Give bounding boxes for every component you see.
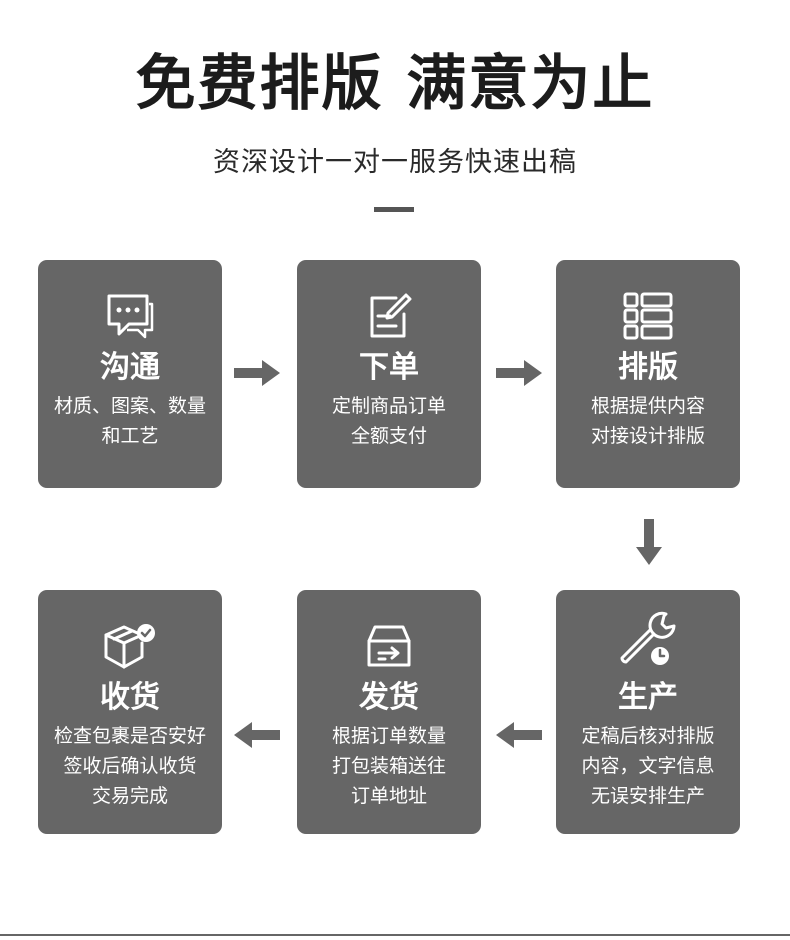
step-description: 材质、图案、数量 和工艺 bbox=[38, 391, 222, 451]
step-desc-line: 全额支付 bbox=[350, 425, 427, 447]
step-desc-line: 签收后确认收货 bbox=[63, 755, 197, 777]
step-description: 定制商品订单 全额支付 bbox=[297, 391, 481, 451]
step-description: 根据提供内容 对接设计排版 bbox=[556, 391, 740, 451]
arrow-left-icon bbox=[232, 720, 282, 750]
layout-grid-icon bbox=[556, 290, 740, 342]
step-desc-line: 材质、图案、数量 bbox=[53, 395, 206, 417]
step-desc-line: 订单地址 bbox=[350, 785, 427, 807]
step-desc-line: 定制商品订单 bbox=[331, 395, 446, 417]
step-name: 排版 bbox=[618, 350, 678, 385]
step-desc-line: 内容，文字信息 bbox=[581, 755, 715, 777]
step-card-communicate: 沟通 材质、图案、数量 和工艺 bbox=[38, 260, 222, 488]
step-name: 发货 bbox=[359, 680, 419, 715]
step-name: 沟通 bbox=[100, 350, 160, 385]
step-name: 生产 bbox=[618, 680, 678, 715]
step-desc-line: 无误安排生产 bbox=[590, 785, 705, 807]
step-desc-line: 检查包裹是否安好 bbox=[53, 725, 206, 747]
bottom-border bbox=[0, 934, 790, 936]
step-desc-line: 打包装箱送往 bbox=[331, 755, 446, 777]
step-card-order: 下单 定制商品订单 全额支付 bbox=[297, 260, 481, 488]
step-name: 收货 bbox=[100, 680, 160, 715]
step-desc-line: 根据提供内容 bbox=[590, 395, 705, 417]
step-description: 根据订单数量 打包装箱送往 订单地址 bbox=[297, 721, 481, 811]
page-subtitle: 资深设计一对一服务快速出稿 bbox=[213, 147, 577, 178]
title-divider bbox=[374, 207, 414, 212]
step-card-receive: 收货 检查包裹是否安好 签收后确认收货 交易完成 bbox=[38, 590, 222, 834]
page-title: 免费排版 满意为止 bbox=[135, 49, 655, 119]
package-check-icon bbox=[38, 620, 222, 672]
step-card-layout: 排版 根据提供内容 对接设计排版 bbox=[556, 260, 740, 488]
wrench-icon bbox=[556, 608, 740, 672]
arrow-down-icon bbox=[634, 518, 664, 566]
arrow-left-icon bbox=[494, 720, 544, 750]
step-card-production: 生产 定稿后核对排版 内容，文字信息 无误安排生产 bbox=[556, 590, 740, 834]
step-desc-line: 交易完成 bbox=[91, 785, 168, 807]
step-name: 下单 bbox=[359, 350, 419, 385]
step-card-shipping: 发货 根据订单数量 打包装箱送往 订单地址 bbox=[297, 590, 481, 834]
step-desc-line: 和工艺 bbox=[101, 425, 159, 447]
arrow-right-icon bbox=[494, 358, 544, 388]
edit-note-icon bbox=[297, 290, 481, 342]
step-desc-line: 根据订单数量 bbox=[331, 725, 446, 747]
chat-bubble-icon bbox=[38, 290, 222, 342]
step-description: 检查包裹是否安好 签收后确认收货 交易完成 bbox=[38, 721, 222, 811]
step-description: 定稿后核对排版 内容，文字信息 无误安排生产 bbox=[556, 721, 740, 811]
arrow-right-icon bbox=[232, 358, 282, 388]
step-desc-line: 对接设计排版 bbox=[590, 425, 705, 447]
step-desc-line: 定稿后核对排版 bbox=[581, 725, 715, 747]
shipping-box-icon bbox=[297, 620, 481, 672]
